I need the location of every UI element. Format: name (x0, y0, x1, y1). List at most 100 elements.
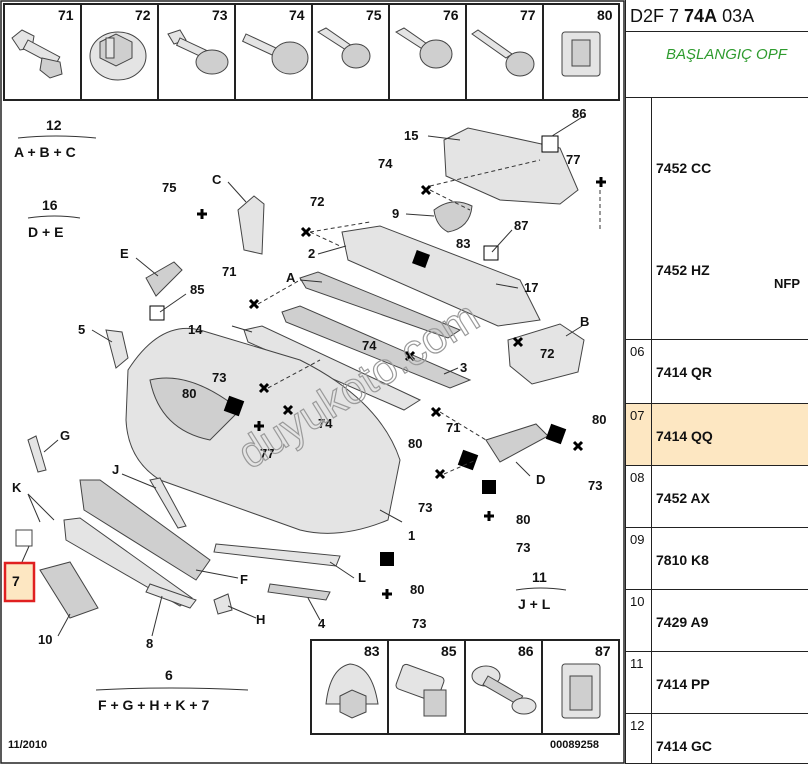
label-a: A (286, 270, 296, 285)
group-16-num: 16 (42, 197, 58, 213)
row-number-cell: 07 (626, 404, 652, 465)
screw-74-icon (241, 33, 309, 75)
clip-87-icon (561, 663, 601, 719)
table-row[interactable]: 06 7414 QR (625, 340, 808, 404)
cross-74c-icon (282, 404, 294, 416)
label-80c: 80 (408, 436, 422, 451)
footer-date: 11/2010 (8, 739, 47, 751)
code-prefix: D2F 7 (630, 6, 680, 26)
part-e-shape (145, 261, 183, 297)
flange-nut-72-icon (89, 31, 147, 81)
row-code: 7429 A9 (656, 614, 709, 630)
cross-77-top-icon (596, 177, 606, 187)
cross-77b-icon (254, 421, 264, 431)
part-a-shape (299, 271, 462, 339)
footer-ref: 00089258 (550, 739, 599, 751)
bumper-assembly (27, 127, 585, 619)
part-g-shape (27, 435, 47, 473)
group-11-formula: J + L (518, 596, 551, 612)
clip-80-icon (561, 31, 601, 77)
label-e: E (120, 246, 129, 261)
label-80e: 80 (410, 582, 424, 597)
label-73d: 73 (516, 540, 530, 555)
row-number-cell: 10 (626, 590, 652, 651)
cross-72b-icon (512, 336, 524, 348)
row-code: 7414 QR (656, 364, 713, 380)
square-80e-icon (380, 552, 394, 566)
thumb-num-71: 71 (58, 7, 74, 23)
thumb-num-87: 87 (595, 643, 611, 659)
thumb-num-80: 80 (597, 7, 613, 23)
subtitle-text: BAŞLANGIÇ OPF (666, 46, 787, 63)
screw-73-icon (167, 29, 229, 75)
label-80a: 80 (182, 386, 196, 401)
thumb-num-72: 72 (135, 7, 151, 23)
row-code: 7452 HZ (656, 262, 710, 278)
cross-74b-icon (404, 350, 416, 362)
label-15: 15 (404, 128, 418, 143)
row-number-cell: 06 (626, 340, 652, 403)
fastener-markers (149, 135, 606, 599)
group-11: 11 J + L (515, 569, 567, 612)
thumb-num-74: 74 (289, 7, 305, 23)
label-74b: 74 (362, 338, 377, 353)
square-80b-icon (545, 423, 567, 445)
part-8-shape (145, 583, 197, 609)
part-9-shape (433, 201, 473, 233)
part-4-shape (267, 583, 331, 601)
part-5-shape (105, 329, 129, 369)
label-9: 9 (392, 206, 399, 221)
part-j-shape (149, 477, 187, 529)
group-16: 16 D + E (27, 197, 81, 240)
group-6: 6 F + G + H + K + 7 (95, 667, 249, 713)
code-suffix: 03A (722, 6, 755, 26)
row-code: 7414 PP (656, 676, 710, 692)
label-17: 17 (524, 280, 538, 295)
part-labels: 15 86 74 77 9 75 C 72 2 83 87 17 E 71 A … (12, 106, 606, 651)
screw-77-icon (471, 29, 535, 77)
cross-73a-icon (258, 382, 270, 394)
row-number: 06 (630, 344, 645, 359)
label-5: 5 (78, 322, 85, 337)
callout-7[interactable]: 7 (3, 529, 36, 603)
part-1-bumper-skin (125, 327, 401, 534)
callout-7-box (3, 561, 36, 603)
group-12: 12 A + B + C (14, 117, 97, 160)
row-code: 7414 QQ (656, 428, 713, 444)
nut-83-icon (325, 663, 379, 719)
thumb-num-75: 75 (366, 7, 382, 23)
bottom-fastener-row: 83 85 86 87 (310, 639, 620, 735)
group-6-formula: F + G + H + K + 7 (98, 697, 209, 713)
label-k: K (12, 480, 22, 495)
row-number: 12 (630, 718, 645, 733)
label-1: 1 (408, 528, 415, 543)
row-code: 7414 GC (656, 738, 713, 754)
cross-73b-icon (572, 440, 584, 452)
label-g: G (60, 428, 70, 443)
label-10: 10 (38, 632, 52, 647)
thumb-num-83: 83 (364, 643, 380, 659)
group-12-formula: A + B + C (14, 144, 76, 160)
label-71b: 71 (446, 420, 460, 435)
table-row[interactable]: 12 7414 GC (625, 714, 808, 764)
table-row[interactable]: 11 7414 PP (625, 652, 808, 714)
leader-lines (27, 115, 585, 637)
cross-75-icon (197, 209, 207, 219)
row-number-cell: 11 (626, 652, 652, 713)
row-number: 11 (630, 656, 644, 671)
label-h: H (256, 612, 265, 627)
label-4: 4 (318, 616, 326, 631)
parts-table-panel: D2F 7 74A 03A BAŞLANGIÇ OPF 7452 CC 7452 … (625, 0, 808, 764)
label-2: 2 (308, 246, 315, 261)
row-number-cell (626, 98, 652, 339)
label-80d: 80 (516, 512, 530, 527)
row-code: 7452 CC (656, 160, 712, 176)
row-number-cell: 08 (626, 466, 652, 527)
code-bold: 74A (684, 6, 718, 26)
label-74a: 74 (378, 156, 393, 171)
